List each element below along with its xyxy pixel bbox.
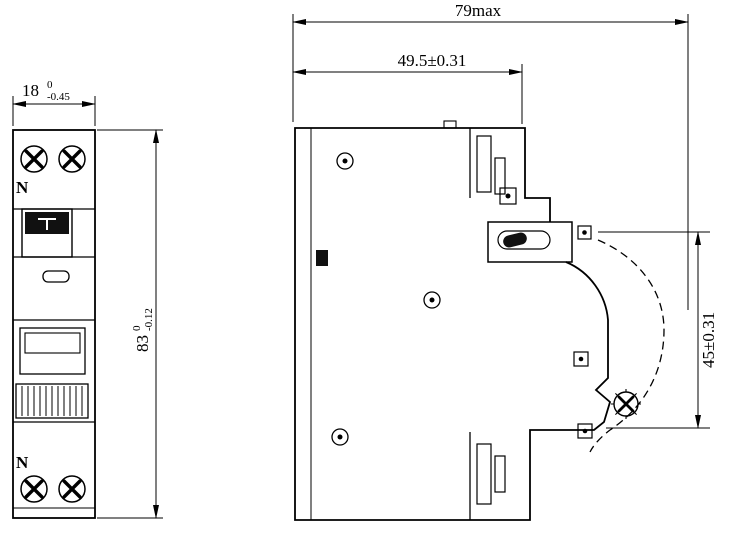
dim-width [12, 96, 96, 126]
dim-width-tol-lower: -0.45 [47, 91, 70, 103]
case-screw-top-icon [336, 152, 354, 170]
dim-depth-body-text: 49.5±0.31 [398, 51, 467, 70]
side-view [294, 120, 665, 521]
dim-depth-body [292, 64, 523, 124]
bottom-terminal-slot-small [494, 455, 506, 493]
bottom-terminal-slot [476, 443, 492, 505]
din-catch [316, 250, 328, 266]
front-body-outline [12, 129, 96, 519]
dim-width-value: 18 [22, 81, 39, 100]
terminal-screw-bottom-left-icon [20, 475, 48, 503]
side-handle-slot [497, 230, 551, 250]
dim-height [97, 129, 163, 519]
side-body-outline [294, 127, 612, 521]
case-screw-middle-icon [423, 291, 441, 309]
front-recess-inner [24, 332, 81, 354]
side-screw-bottom-icon [577, 423, 593, 439]
dim-height-tol-upper: 0 [131, 325, 143, 331]
side-screw-lower-icon [573, 351, 589, 367]
handle-swing-arc [589, 239, 665, 453]
terminal-screw-bottom-right-icon [58, 475, 86, 503]
neutral-label-bottom: N [16, 453, 29, 472]
side-handle-window [487, 221, 573, 263]
top-terminal-screw-icon [499, 187, 517, 205]
top-notch [443, 120, 457, 129]
side-handle-lever [503, 232, 527, 248]
toggle-frame [21, 208, 73, 258]
side-screw-by-handle-icon [577, 225, 592, 240]
ribbed-grip [15, 383, 89, 419]
dim-side-height-text: 45±0.31 [699, 312, 718, 368]
dim-depth-max-text: 79max [455, 1, 502, 20]
terminal-screw-top-left-icon [20, 145, 48, 173]
dim-height-tol-lower: -0.12 [143, 308, 155, 331]
case-screw-bottom-icon [331, 428, 349, 446]
adjustment-knob-icon [611, 389, 641, 419]
dim-side-height [598, 231, 710, 429]
terminal-screw-top-right-icon [58, 145, 86, 173]
dim-width-tol-upper: 0 [47, 79, 53, 91]
top-terminal-slot [476, 135, 492, 193]
neutral-label-top: N [16, 178, 29, 197]
front-recess-panel [19, 327, 86, 375]
toggle-t-mark [38, 218, 56, 230]
indicator-window [42, 270, 70, 283]
front-view [12, 129, 96, 519]
dim-depth-max [292, 14, 689, 310]
dim-height-value: 83 [133, 335, 152, 352]
